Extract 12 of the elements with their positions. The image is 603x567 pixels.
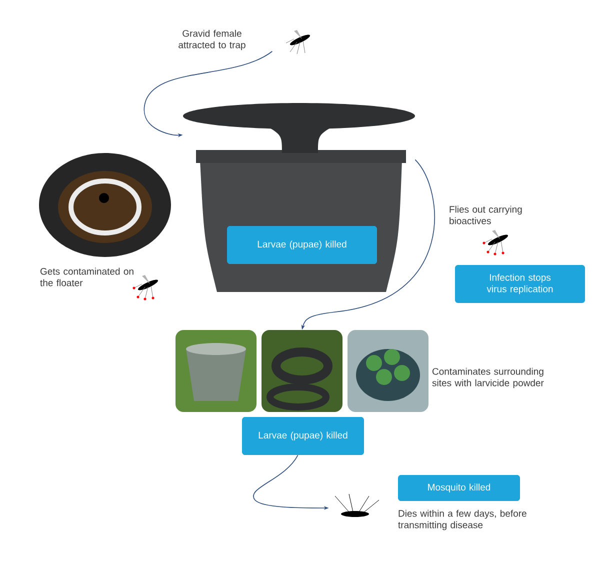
caption-text: Flies out carrying bioactives xyxy=(450,206,522,224)
status-box: Larvae (pupae) killed xyxy=(242,417,364,455)
caption-text: Dies within a few days, before transmitting disease xyxy=(398,510,526,530)
caption-text: Gravid female attracted to trap xyxy=(178,30,246,50)
status-box: Mosquito killed xyxy=(398,475,520,501)
bucket-photo-drawing xyxy=(176,330,256,412)
status-box: Infection stops virus replication xyxy=(455,265,585,303)
caption-text: Contaminates surrounding sites with larvicide powder xyxy=(432,368,544,388)
pond-photo-drawing xyxy=(348,330,428,412)
tire-photo-drawing xyxy=(262,330,342,412)
caption-text: Gets contaminated on the floater xyxy=(40,268,134,286)
dead-mosquito-drawing xyxy=(334,494,380,517)
